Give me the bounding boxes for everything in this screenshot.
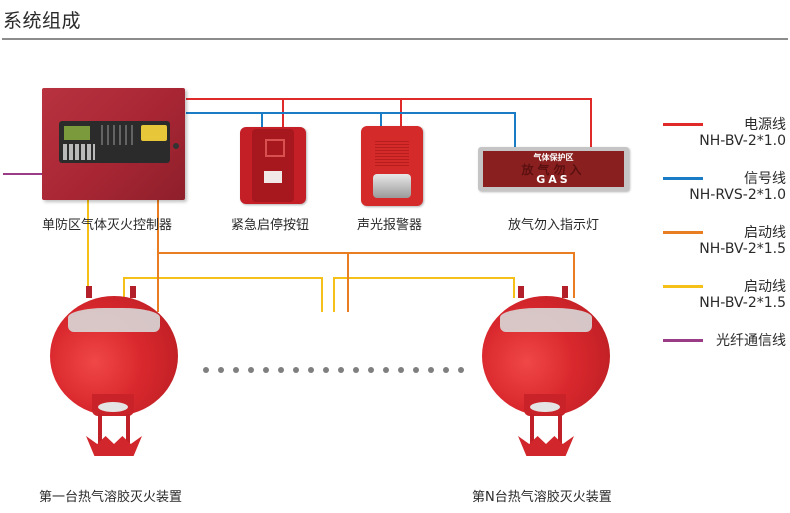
ellipsis-dot (398, 367, 404, 373)
strobe-lens (373, 174, 411, 198)
gas-sign-label: 放气勿入指示灯 (508, 218, 600, 233)
nozzle (530, 402, 560, 412)
sound-light-alarm-device (361, 126, 423, 206)
ellipsis-dot (233, 367, 239, 373)
speaker-grill (375, 140, 409, 166)
ellipsis-dot (278, 367, 284, 373)
legend-item-start-yellow: 启动线 NH-BV-2*1.5 (660, 274, 788, 328)
emergency-button-label: 紧急启停按钮 (231, 218, 310, 233)
yellow-line-icon (663, 285, 703, 288)
warning-text: 放气勿入 (521, 163, 586, 177)
ellipsis-dot (203, 367, 209, 373)
diffuser (518, 436, 574, 456)
ellipsis-dot (458, 367, 464, 373)
nth-unit-label: 第N台热气溶胶灭火装置 (472, 490, 612, 505)
indicator-leds (101, 125, 135, 145)
zone-text: 气体保护区 (533, 153, 574, 162)
page-title: 系统组成 (3, 10, 82, 32)
signal-line-main (186, 112, 516, 148)
ellipsis-dot (323, 367, 329, 373)
ellipsis-dots (203, 367, 464, 373)
ellipsis-dot (248, 367, 254, 373)
press-plate (264, 171, 282, 183)
ellipsis-dot (413, 367, 419, 373)
product-label-band (500, 308, 592, 332)
ellipsis-dot (383, 367, 389, 373)
purple-line-icon (663, 339, 703, 342)
ellipsis-dot (293, 367, 299, 373)
button-window (265, 139, 285, 157)
alarm-label: 声光报警器 (357, 218, 423, 233)
diffuser (86, 436, 142, 456)
legend-item-signal: 信号线 NH-RVS-2*1.0 (660, 166, 788, 220)
start-line-yellow-right (333, 277, 515, 312)
title-divider (2, 38, 788, 40)
emergency-stop-button-device (240, 127, 306, 204)
controller-panel (59, 121, 170, 163)
gas-text: GAS (536, 173, 571, 186)
legend-item-power: 电源线 NH-BV-2*1.0 (660, 112, 788, 166)
warning-label (141, 125, 167, 141)
gas-extinguishing-controller (42, 88, 185, 200)
first-aerosol-unit (50, 284, 180, 474)
ellipsis-dot (353, 367, 359, 373)
ellipsis-dot (308, 367, 314, 373)
ellipsis-dot (368, 367, 374, 373)
controller-label: 单防区气体灭火控制器 (42, 218, 173, 233)
lock-icon (173, 143, 179, 149)
nozzle (98, 402, 128, 412)
keypad (63, 144, 95, 160)
first-unit-label: 第一台热气溶胶灭火装置 (39, 490, 183, 505)
power-line-main (186, 98, 592, 148)
ellipsis-dot (263, 367, 269, 373)
ellipsis-dot (443, 367, 449, 373)
ellipsis-dot (218, 367, 224, 373)
legend-item-fiber: 光纤通信线 (660, 328, 788, 382)
lcd-display (64, 126, 90, 140)
nth-aerosol-unit (482, 284, 612, 474)
blue-line-icon (663, 177, 703, 180)
legend: 电源线 NH-BV-2*1.0 信号线 NH-RVS-2*1.0 启动线 NH-… (660, 112, 788, 382)
ellipsis-dot (428, 367, 434, 373)
no-entry-indicator-light: 气体保护区 放气勿入 GAS (478, 147, 629, 191)
legend-item-start-orange: 启动线 NH-BV-2*1.5 (660, 220, 788, 274)
orange-line-icon (663, 231, 703, 234)
red-line-icon (663, 123, 703, 126)
product-label-band (68, 308, 160, 332)
start-line-orange-main (158, 252, 575, 298)
ellipsis-dot (338, 367, 344, 373)
start-line-yellow-left (123, 277, 323, 312)
